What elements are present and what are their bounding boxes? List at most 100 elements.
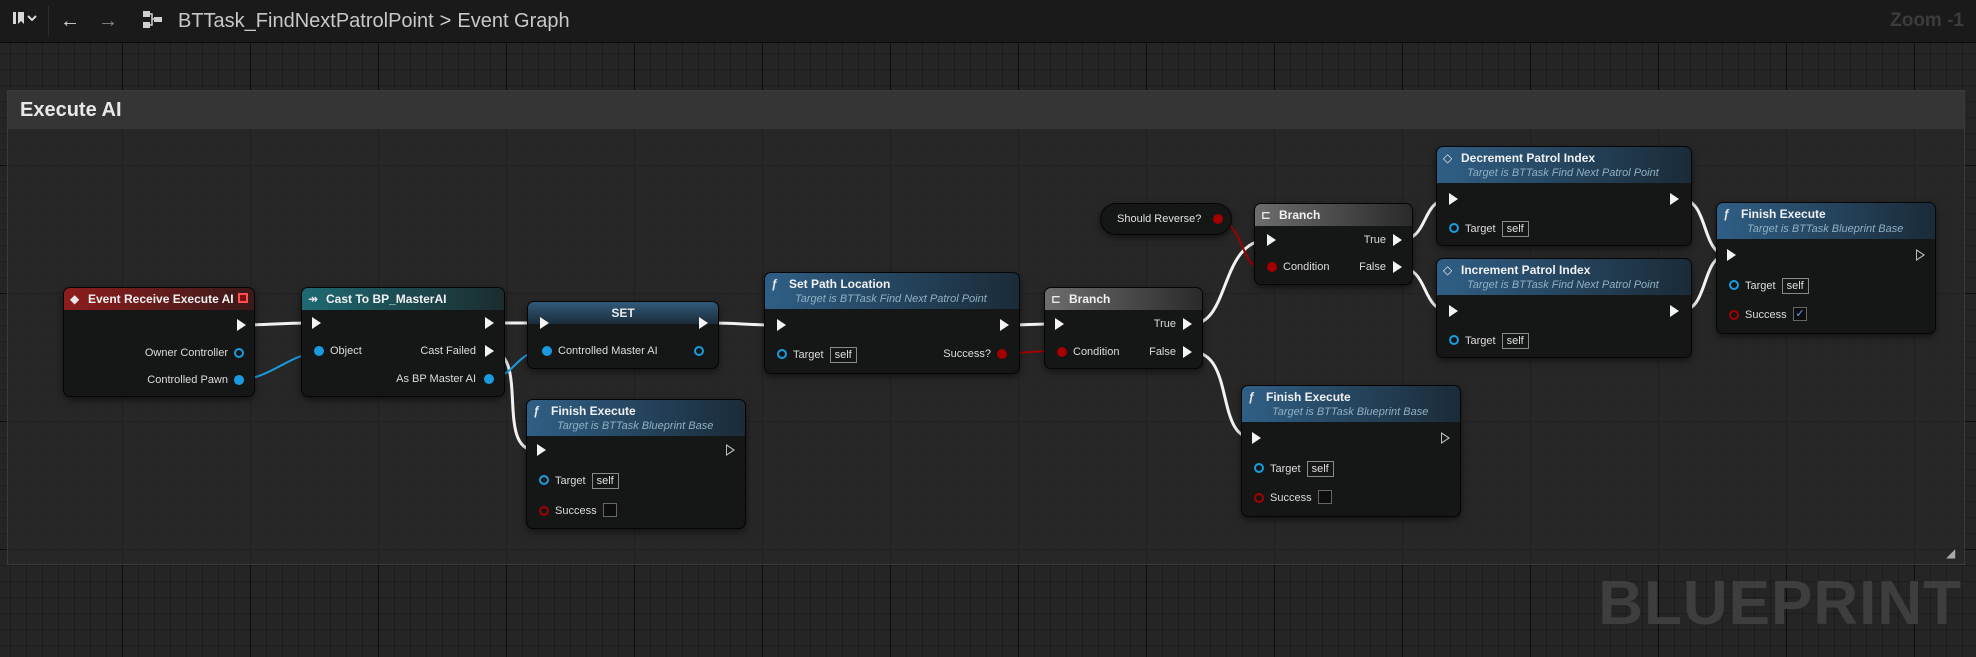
target-label: Target (1270, 463, 1301, 475)
node-header[interactable]: ◆ Event Receive Execute AI (64, 288, 254, 310)
controlled-pawn-pin[interactable] (234, 375, 244, 385)
object-pin[interactable] (314, 346, 324, 356)
node-header[interactable]: ƒ Finish Execute Target is BTTask Bluepr… (1717, 203, 1935, 239)
resize-handle-icon[interactable]: ◢ (1946, 546, 1956, 560)
target-pin[interactable] (777, 349, 787, 359)
target-self-field[interactable]: self (591, 473, 619, 489)
condition-label: Condition (1283, 261, 1330, 273)
node-branch-2[interactable]: ⊏ Branch True Condition False (1255, 204, 1412, 284)
node-set-controlled-master-ai[interactable]: SET Controlled Master AI (528, 302, 718, 368)
node-subtitle: Target is BTTask Find Next Patrol Point (795, 293, 987, 305)
target-self-field[interactable]: self (1501, 221, 1529, 237)
success-checkbox-checked[interactable]: ✓ (1793, 307, 1807, 321)
false-exec-pin[interactable] (1183, 346, 1192, 358)
controlled-master-ai-in-pin[interactable] (542, 346, 552, 356)
node-title: Decrement Patrol Index (1461, 151, 1596, 165)
exec-out-pin[interactable] (1670, 305, 1679, 317)
node-header[interactable]: SET (528, 302, 718, 324)
success-checkbox[interactable] (603, 503, 617, 517)
breadcrumb-asset[interactable]: BTTask_FindNextPatrolPoint (178, 10, 434, 32)
target-label: Target (555, 475, 586, 487)
node-header[interactable]: ƒ Set Path Location Target is BTTask Fin… (765, 273, 1019, 309)
target-row: Target self (1270, 461, 1334, 477)
node-finish-execute-3[interactable]: ƒ Finish Execute Target is BTTask Bluepr… (1242, 386, 1460, 516)
exec-in-pin[interactable] (1055, 318, 1064, 330)
exec-out-pin[interactable] (699, 317, 708, 329)
success-out-pin[interactable] (997, 349, 1007, 359)
exec-out-pin[interactable] (1670, 193, 1679, 205)
node-header[interactable]: ƒ Finish Execute Target is BTTask Bluepr… (1242, 386, 1460, 422)
exec-out-pin[interactable] (726, 444, 735, 456)
should-reverse-out-pin[interactable] (1213, 214, 1223, 224)
node-finish-execute-2[interactable]: ƒ Finish Execute Target is BTTask Bluepr… (1717, 203, 1935, 333)
node-title: Finish Execute (1266, 390, 1351, 404)
breadcrumb-graph[interactable]: Event Graph (457, 10, 570, 32)
bookmark-dropdown[interactable] (6, 8, 42, 34)
delegate-pin-icon[interactable] (238, 293, 248, 303)
false-label: False (1359, 261, 1386, 273)
cast-failed-label: Cast Failed (420, 345, 476, 357)
success-checkbox[interactable] (1318, 490, 1332, 504)
owner-controller-pin[interactable] (234, 348, 244, 358)
controlled-master-ai-out-pin[interactable] (694, 346, 704, 356)
breadcrumb: BTTask_FindNextPatrolPoint>Event Graph (178, 8, 570, 34)
target-self-field[interactable]: self (829, 347, 857, 363)
true-exec-pin[interactable] (1393, 234, 1402, 246)
exec-out-pin[interactable] (237, 319, 246, 331)
function-icon: ƒ (771, 277, 778, 291)
node-finish-execute-1[interactable]: ƒ Finish Execute Target is BTTask Bluepr… (527, 400, 745, 528)
true-exec-pin[interactable] (1183, 318, 1192, 330)
target-self-field[interactable]: self (1306, 461, 1334, 477)
exec-in-pin[interactable] (312, 317, 321, 329)
target-pin[interactable] (1729, 280, 1739, 290)
graph-type-icon (138, 8, 168, 34)
node-header[interactable]: ƒ Finish Execute Target is BTTask Bluepr… (527, 400, 745, 436)
back-button[interactable]: ← (56, 8, 84, 34)
as-bp-master-ai-pin[interactable] (484, 374, 494, 384)
node-branch-1[interactable]: ⊏ Branch True Condition False (1045, 288, 1202, 368)
forward-button[interactable]: → (94, 8, 122, 34)
node-header[interactable]: ⊏ Branch (1045, 288, 1202, 310)
target-pin[interactable] (1254, 463, 1264, 473)
exec-in-pin[interactable] (1449, 305, 1458, 317)
node-decrement-patrol-index[interactable]: ◇ Decrement Patrol Index Target is BTTas… (1437, 147, 1691, 245)
node-increment-patrol-index[interactable]: ◇ Increment Patrol Index Target is BTTas… (1437, 259, 1691, 357)
node-should-reverse-variable[interactable]: Should Reverse? (1101, 204, 1231, 234)
exec-in-pin[interactable] (540, 317, 549, 329)
target-self-field[interactable]: self (1501, 333, 1529, 349)
target-pin[interactable] (1449, 223, 1459, 233)
comment-header[interactable]: Execute AI (8, 91, 1964, 129)
exec-out-pin[interactable] (1000, 319, 1009, 331)
success-pin[interactable] (539, 506, 549, 516)
success-pin[interactable] (1729, 310, 1739, 320)
target-pin[interactable] (539, 475, 549, 485)
node-header[interactable]: ◇ Decrement Patrol Index Target is BTTas… (1437, 147, 1691, 183)
branch-icon: ⊏ (1261, 208, 1272, 222)
node-event-receive-execute-ai[interactable]: ◆ Event Receive Execute AI Owner Control… (64, 288, 254, 396)
exec-in-pin[interactable] (1449, 193, 1458, 205)
exec-out-pin[interactable] (1916, 249, 1925, 261)
condition-pin[interactable] (1057, 347, 1067, 357)
target-self-field[interactable]: self (1781, 278, 1809, 294)
exec-in-pin[interactable] (777, 319, 786, 331)
node-set-path-location[interactable]: ƒ Set Path Location Target is BTTask Fin… (765, 273, 1019, 373)
node-header[interactable]: ↠ Cast To BP_MasterAI (302, 288, 504, 310)
exec-in-pin[interactable] (1727, 249, 1736, 261)
exec-out-pin[interactable] (485, 317, 494, 329)
exec-out-pin[interactable] (1441, 432, 1450, 444)
condition-pin[interactable] (1267, 262, 1277, 272)
node-cast-to-bp-masterai[interactable]: ↠ Cast To BP_MasterAI Object Cast Failed… (302, 288, 504, 396)
node-header[interactable]: ◇ Increment Patrol Index Target is BTTas… (1437, 259, 1691, 295)
success-pin[interactable] (1254, 493, 1264, 503)
exec-in-pin[interactable] (537, 444, 546, 456)
node-header[interactable]: ⊏ Branch (1255, 204, 1412, 226)
false-exec-pin[interactable] (1393, 261, 1402, 273)
target-pin[interactable] (1449, 335, 1459, 345)
cast-failed-pin[interactable] (485, 345, 494, 357)
exec-in-pin[interactable] (1267, 234, 1276, 246)
exec-in-pin[interactable] (1252, 432, 1261, 444)
target-row: Target self (555, 473, 619, 489)
